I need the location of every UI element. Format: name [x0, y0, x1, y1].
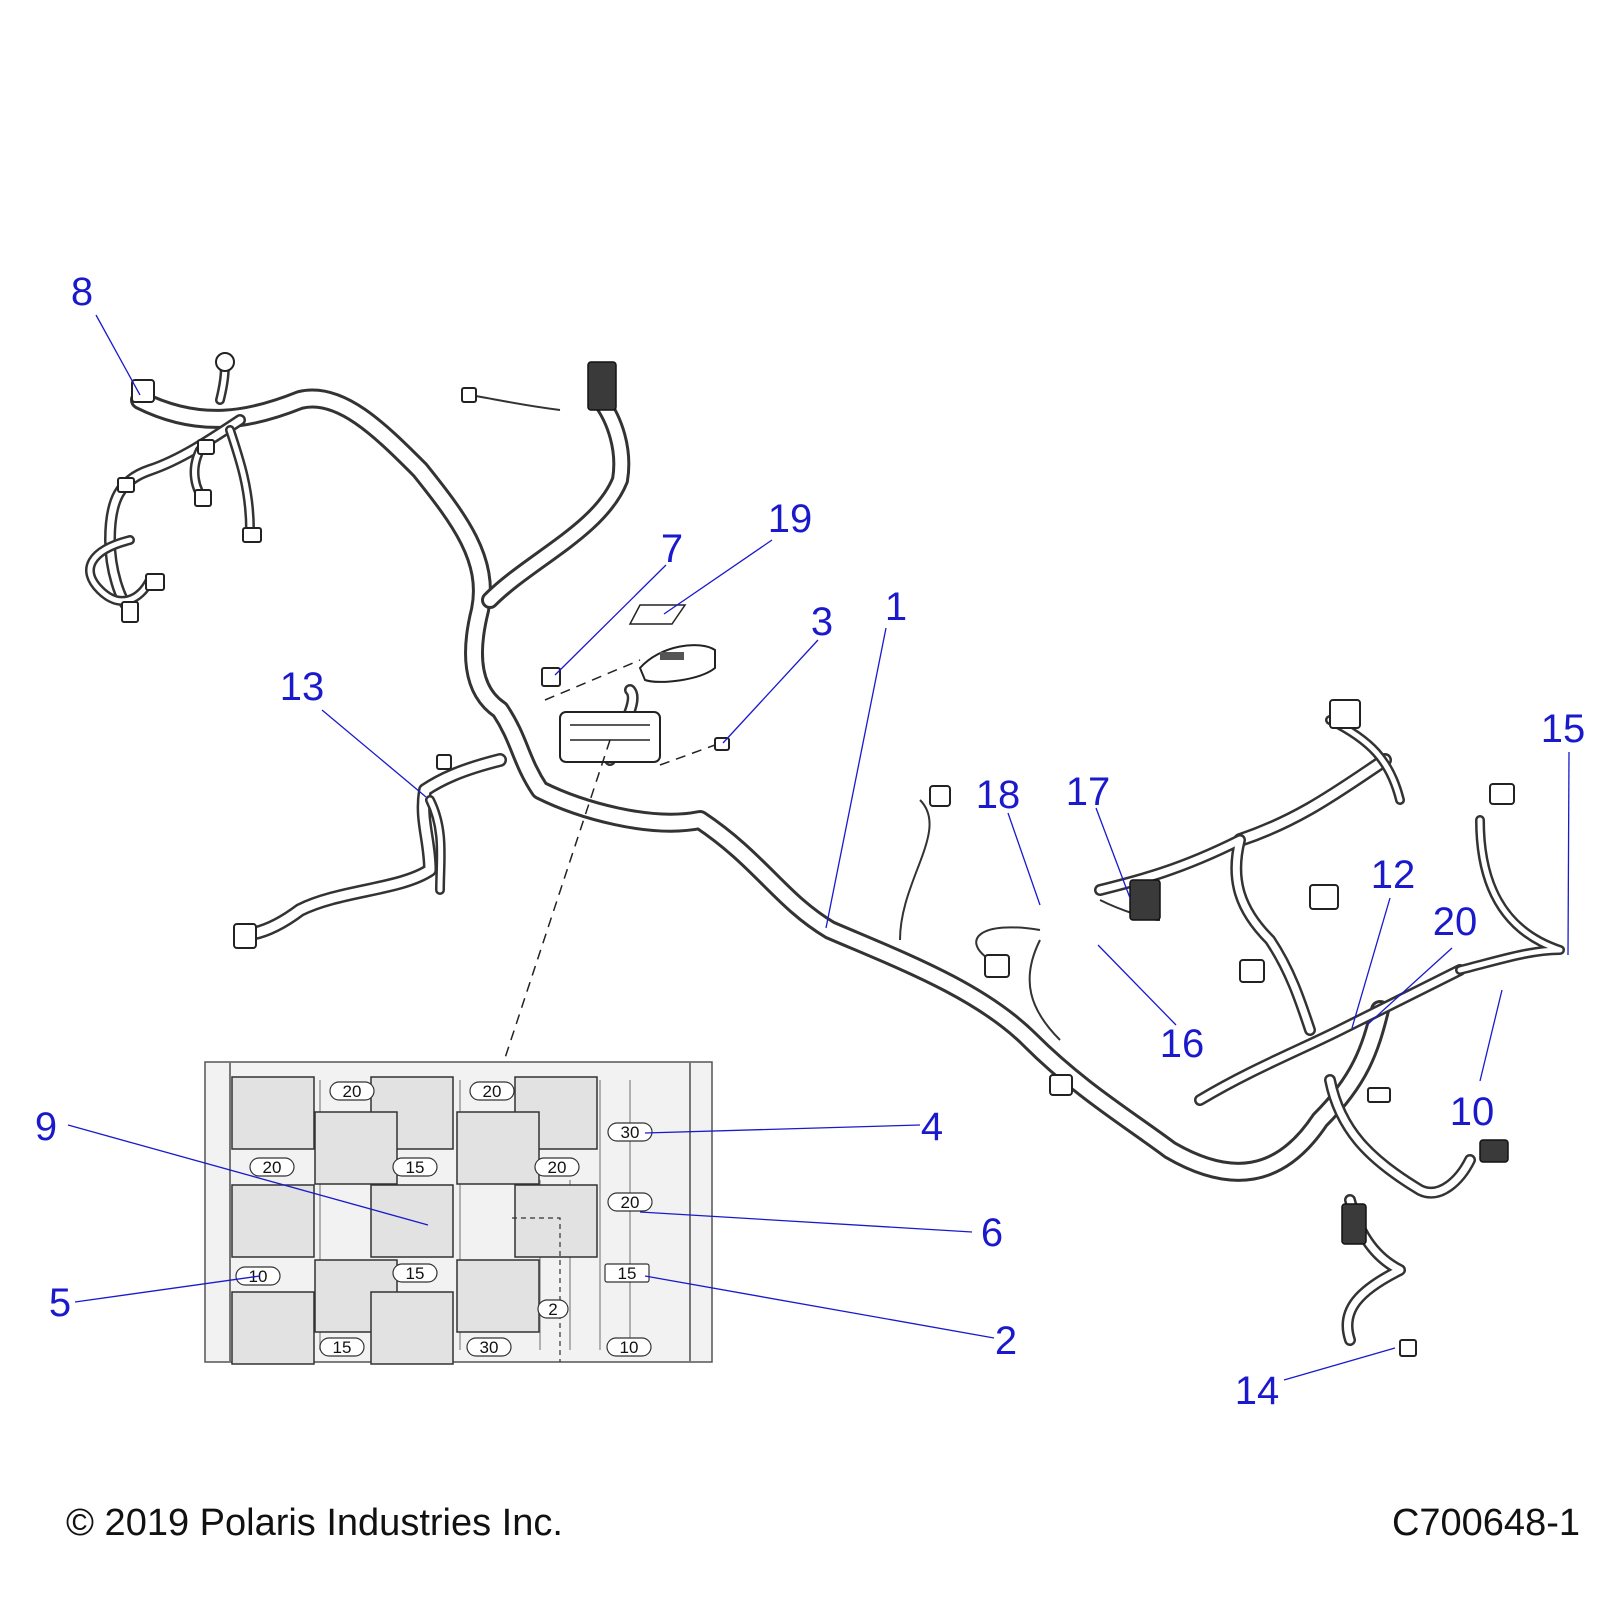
connector [145, 573, 165, 591]
cover-label-plate [660, 652, 684, 660]
callouts: 8 19 7 3 1 13 15 18 17 12 20 16 10 4 9 6… [35, 270, 1585, 1413]
fuse-rating: 10 [620, 1338, 639, 1357]
connector [215, 352, 235, 372]
connector [929, 785, 951, 807]
fuse-rating: 15 [333, 1338, 352, 1357]
relay [456, 1111, 540, 1185]
connector [1367, 1087, 1391, 1103]
callout-9: 9 [35, 1105, 57, 1149]
fuse-rating: 20 [483, 1082, 502, 1101]
connector [233, 923, 257, 949]
relay [514, 1184, 598, 1258]
fuse-rating: 20 [621, 1193, 640, 1212]
connector [1309, 884, 1339, 910]
callout-12: 12 [1371, 853, 1416, 897]
relay [370, 1291, 454, 1365]
callout-14: 14 [1235, 1369, 1280, 1413]
fuse-rating: 15 [406, 1264, 425, 1283]
relay [231, 1184, 315, 1258]
connector [984, 954, 1010, 978]
callout-18: 18 [976, 773, 1021, 817]
relay [314, 1111, 398, 1185]
fuse-box-cover [638, 644, 716, 683]
fuse-rating: 30 [480, 1338, 499, 1357]
ecu-connector [587, 361, 617, 411]
copyright-text: © 2019 Polaris Industries Inc. [66, 1502, 563, 1544]
main-harness [85, 355, 1565, 1346]
callout-16: 16 [1160, 1022, 1205, 1066]
relay-connector [541, 667, 561, 687]
relay [231, 1291, 315, 1365]
fuse-rating: 20 [548, 1158, 567, 1177]
callout-4: 4 [921, 1105, 943, 1149]
fuse-box-detail: 20 20 30 20 15 20 20 10 15 15 30 10 2 [204, 1061, 713, 1365]
connector [436, 754, 452, 770]
connector [121, 601, 139, 623]
connector [1049, 1074, 1073, 1096]
connector [1129, 879, 1161, 921]
connector [197, 439, 215, 455]
drawing-number: C700648-1 [1391, 1502, 1580, 1544]
fuse-box-assembly [504, 604, 716, 1059]
fuse-box [559, 711, 661, 763]
fuse-rating: 20 [343, 1082, 362, 1101]
callout-13: 13 [280, 665, 325, 709]
fuse-rating: 15 [406, 1158, 425, 1177]
callout-15: 15 [1541, 707, 1586, 751]
connector [194, 489, 212, 507]
connectors [117, 352, 1515, 1357]
relay [456, 1259, 540, 1333]
callout-7: 7 [661, 527, 683, 571]
callout-1: 1 [885, 585, 907, 629]
callout-19: 19 [768, 497, 813, 541]
relay [231, 1076, 315, 1150]
decal [628, 604, 687, 625]
fuse-labels: 20 20 30 20 15 20 20 10 15 15 30 10 2 [235, 1081, 653, 1357]
callout-10: 10 [1450, 1090, 1495, 1134]
fuse-rating: 2 [548, 1300, 557, 1319]
connector [1239, 959, 1265, 983]
connector [1489, 783, 1515, 805]
connector [1399, 1339, 1417, 1357]
connector [1479, 1139, 1509, 1163]
callout-17: 17 [1066, 770, 1111, 814]
connector [131, 379, 155, 403]
callout-5: 5 [49, 1281, 71, 1325]
connector [117, 477, 135, 493]
callout-2: 2 [995, 1319, 1017, 1363]
part-3-clip [714, 737, 730, 751]
connector [1341, 1203, 1367, 1245]
connector [242, 527, 262, 543]
fuse-rating: 30 [621, 1123, 640, 1142]
callout-6: 6 [981, 1211, 1003, 1255]
callout-3: 3 [811, 600, 833, 644]
connector [461, 387, 477, 403]
callout-20: 20 [1433, 900, 1478, 944]
leader-lines [67, 314, 1570, 1381]
callout-8: 8 [71, 270, 93, 314]
fuse-rating: 15 [618, 1264, 637, 1283]
fuse-rating: 20 [263, 1158, 282, 1177]
connector [1329, 699, 1361, 729]
